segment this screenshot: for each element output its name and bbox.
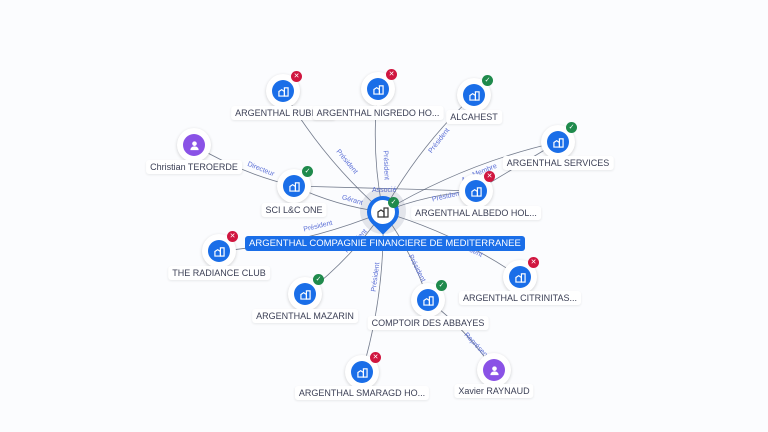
node-label[interactable]: SCI L&C ONE [261,203,327,217]
building-icon [465,180,487,202]
cross-icon: ✕ [386,69,397,80]
center-node-label[interactable]: ARGENTHAL COMPAGNIE FINANCIERE DE MEDITE… [245,236,525,251]
edge-label: Associé [372,187,397,194]
node-label[interactable]: ALCAHEST [446,110,502,124]
edge-associe [293,185,477,192]
building-icon [283,175,305,197]
edge-services [382,141,559,213]
node-raynaud[interactable] [477,353,511,387]
building-icon [367,78,389,100]
building-icon [351,361,373,383]
cross-icon: ✕ [528,257,539,268]
building-icon [509,266,531,288]
cross-icon: ✕ [227,231,238,242]
building-icon [463,84,485,106]
node-label[interactable]: COMPTOIR DES ABBAYES [367,316,489,330]
node-label[interactable]: ARGENTHAL ALBEDO HOL... [411,206,541,220]
node-label[interactable]: ARGENTHAL MAZARIN [252,309,358,323]
node-services[interactable]: ✓ [541,122,577,159]
node-radiance[interactable]: ✕ [202,231,238,268]
building-icon [294,283,316,305]
check-icon: ✓ [313,274,324,285]
status-active-icon: ✓ [388,197,399,208]
edge-label: Président [334,148,358,175]
edge-label: Président [407,254,427,284]
node-label[interactable]: ARGENTHAL SERVICES [502,156,614,170]
node-teroerde[interactable] [177,128,211,162]
node-label[interactable]: Xavier RAYNAUD [454,384,534,398]
building-icon [417,289,439,311]
node-label[interactable]: ARGENTHAL SMARAGD HO... [294,386,430,400]
cross-icon: ✕ [484,171,495,182]
node-mazarin[interactable]: ✓ [288,274,324,311]
check-icon: ✓ [302,166,313,177]
node-label[interactable]: Christian TEROERDE [146,160,242,174]
edge-label: Président [431,190,461,203]
edge-label: Président [382,150,390,180]
edge-label: Président [371,262,382,292]
person-icon [483,359,505,381]
check-icon: ✓ [482,75,493,86]
node-label[interactable]: THE RADIANCE CLUB [168,266,270,280]
node-alcahest[interactable]: ✓ [457,75,493,112]
cross-icon: ✕ [370,352,381,363]
node-albedo[interactable]: ✕ [459,171,495,208]
node-smaragd[interactable]: ✕ [345,352,381,389]
node-rubedo[interactable]: ✕ [266,71,302,108]
node-label[interactable]: ARGENTHAL NIGREDO HO... [312,106,444,120]
node-label[interactable]: ARGENTHAL RUBEDO [231,106,335,120]
node-abbayes[interactable]: ✓ [411,280,447,317]
building-icon [208,240,230,262]
check-icon: ✓ [436,280,447,291]
cross-icon: ✕ [291,71,302,82]
building-icon [547,131,569,153]
node-label[interactable]: ARGENTHAL CITRINITAS... [458,291,582,305]
node-nigredo[interactable]: ✕ [361,69,397,106]
node-citrinitas[interactable]: ✕ [503,257,539,294]
person-icon [183,134,205,156]
node-scilc[interactable]: ✓ [277,166,313,203]
edge-label: Directeur [246,161,276,179]
check-icon: ✓ [566,122,577,133]
building-icon [272,80,294,102]
